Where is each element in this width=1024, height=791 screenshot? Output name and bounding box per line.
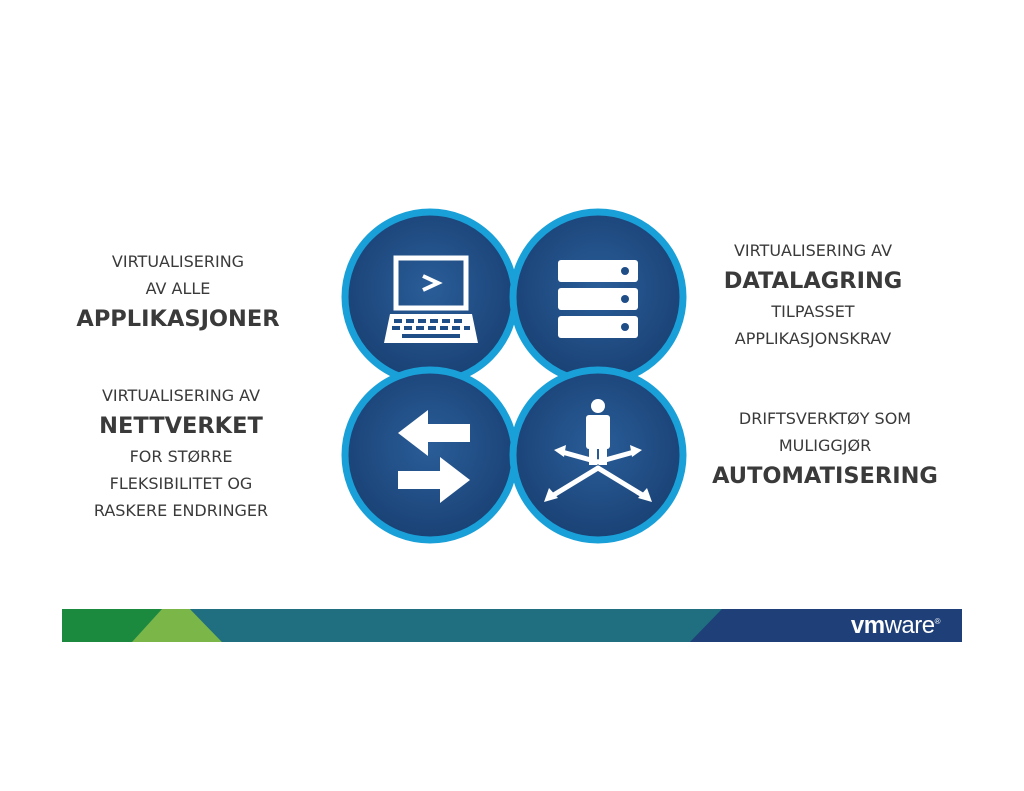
server-stack-icon: [509, 208, 687, 386]
admin-automation-icon: [509, 366, 687, 544]
banner-stripes: [62, 609, 962, 642]
icon-cluster: [341, 208, 687, 544]
caption-line: VIRTUALISERING: [111, 252, 245, 271]
caption-emphasis: DATALAGRING: [723, 268, 903, 294]
caption-applications: VIRTUALISERING AV ALLE APPLIKASJONER: [50, 248, 306, 336]
caption-intro: VIRTUALISERING AV: [733, 241, 893, 260]
caption-storage: VIRTUALISERING AV DATALAGRING TILPASSET …: [690, 237, 936, 352]
vmware-logo: vmware®: [850, 612, 941, 640]
caption-line: FOR STØRRE: [129, 447, 233, 466]
caption-line: DRIFTSVERKTØY SOM: [738, 409, 912, 428]
caption-line: AV ALLE: [145, 279, 211, 298]
caption-line: RASKERE ENDRINGER: [93, 501, 269, 520]
logo-part-bold: vm: [850, 612, 885, 639]
caption-line: FLEKSIBILITET OG: [109, 474, 253, 493]
caption-automation: DRIFTSVERKTØY SOM MULIGGJØR AUTOMATISERI…: [690, 405, 960, 493]
caption-line: APPLIKASJONSKRAV: [734, 329, 892, 348]
caption-intro: VIRTUALISERING AV: [101, 386, 261, 405]
caption-emphasis: NETTVERKET: [99, 413, 263, 439]
logo-part-regular: ware: [884, 612, 936, 639]
registered-mark: ®: [934, 617, 941, 626]
caption-emphasis: AUTOMATISERING: [712, 463, 938, 489]
caption-line: TILPASSET: [771, 302, 855, 321]
caption-emphasis: APPLIKASJONER: [76, 306, 280, 332]
laptop-terminal-icon: [341, 208, 519, 386]
brand-banner: vmware®: [62, 609, 962, 642]
caption-network: VIRTUALISERING AV NETTVERKET FOR STØRRE …: [50, 382, 312, 524]
network-arrows-icon: [341, 366, 519, 544]
caption-line: MULIGGJØR: [778, 436, 872, 455]
